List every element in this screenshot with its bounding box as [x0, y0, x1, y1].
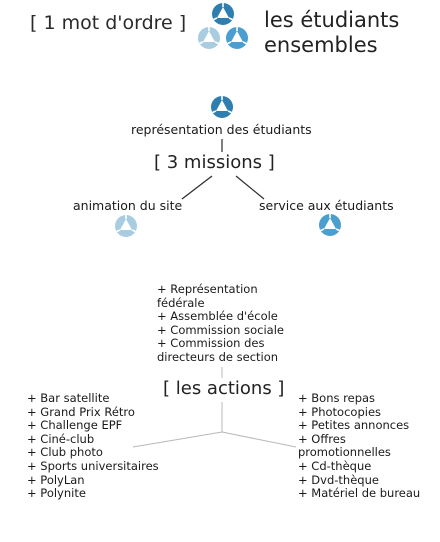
title-line-1: les étudiants: [264, 8, 400, 32]
left-actions-list: + Bar satellite + Grand Prix Rétro + Cha…: [27, 391, 159, 501]
list-item: + Grand Prix Rétro: [27, 404, 135, 419]
list-item: + Bons repas: [298, 391, 376, 405]
list-item: + Représentation fédérale: [157, 282, 258, 310]
petal-dark-icon: [210, 95, 234, 119]
list-item: + Photocopies: [298, 404, 382, 419]
list-item: + Matériel de bureau: [298, 486, 421, 501]
actions-label: [ les actions ]: [163, 378, 285, 399]
right-actions-list: + Bons repas + Photocopies + Petites ann…: [298, 391, 438, 501]
list-item: + PolyLan: [27, 472, 85, 487]
connector-left: [181, 175, 213, 200]
list-item: + Ciné-club: [27, 431, 95, 446]
list-item: + Sports universitaires: [27, 458, 159, 473]
petal-mid-icon: [318, 213, 342, 237]
petal-light-icon: [114, 214, 138, 238]
motto: [ 1 mot d'ordre ]: [30, 12, 187, 34]
list-item: + Commission des directeurs de section: [157, 336, 279, 364]
list-item: + Challenge EPF: [27, 418, 123, 433]
connector-actions-right: [221, 431, 297, 448]
list-item: + Bar satellite: [27, 391, 110, 405]
list-item: + Petites annonces: [298, 418, 410, 433]
list-item: + Dvd-thèque: [298, 472, 379, 487]
missions-label: [ 3 missions ]: [154, 152, 275, 173]
list-item: + Polynite: [27, 486, 86, 501]
left-mission-label: animation du site: [73, 198, 183, 213]
right-mission-label: service aux étudiants: [259, 198, 394, 213]
list-item: + Club photo: [27, 445, 103, 460]
center-label: représentation des étudiants: [131, 122, 312, 137]
three-petal-logo-icon: [197, 2, 249, 50]
title-line-2: ensembles: [264, 33, 378, 57]
list-item: + Cd-thèque: [298, 458, 372, 473]
connector-right: [235, 175, 265, 200]
page-title: les étudiants ensembles: [264, 8, 399, 58]
center-actions-list: + Représentation fédérale + Assemblée d'…: [157, 282, 297, 365]
list-item: + Assemblée d'école: [157, 309, 278, 324]
list-item: + Offres promotionnelles: [298, 431, 391, 460]
list-item: + Commission sociale: [157, 322, 284, 337]
connector-actions-left: [132, 431, 223, 448]
